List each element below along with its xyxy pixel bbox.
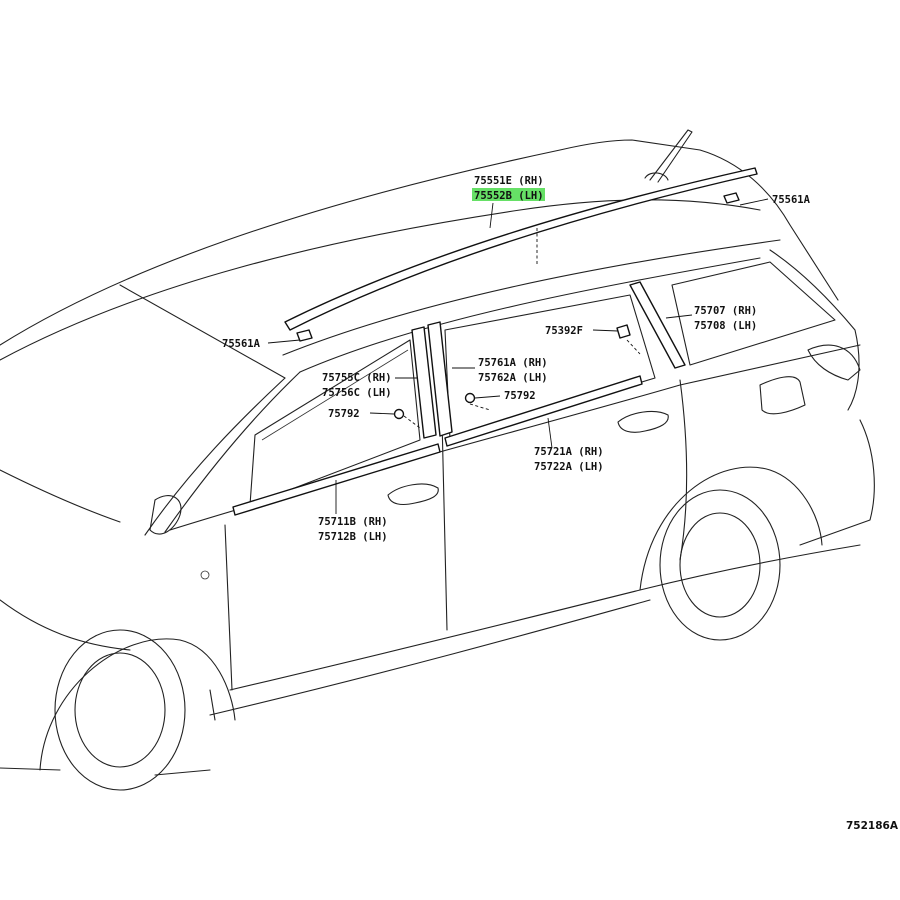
label-clip-rear: 75561A	[772, 194, 811, 206]
label-front-belt-rh: 75711B (RH)	[318, 516, 388, 528]
label-front-pillar-rh: 75755C (RH)	[322, 372, 392, 384]
rear-belt-molding	[444, 375, 643, 447]
label-rear-pillar-rh: 75707 (RH)	[694, 305, 757, 317]
label-front-belt-lh: 75712B (LH)	[318, 531, 388, 543]
label-clip-75392: 75392F	[545, 325, 583, 337]
rear-pillar-garnish	[629, 281, 686, 369]
clip-75792-right-part	[464, 392, 476, 404]
clip-front-roof	[296, 329, 313, 342]
label-roof-rh: 75551E (RH)	[474, 175, 544, 187]
clip-75392-part	[616, 324, 631, 339]
label-center-pillar-rh: 75761A (RH)	[478, 357, 548, 369]
center-pillar-garnish	[427, 321, 453, 437]
callout-roof-molding: 75551E (RH) 75552B (LH)	[472, 175, 545, 202]
roof-molding	[284, 167, 758, 331]
label-rear-belt-lh: 75722A (LH)	[534, 461, 604, 473]
front-pillar-garnish	[411, 326, 437, 439]
label-center-pillar-lh: 75762A (LH)	[478, 372, 548, 384]
label-front-pillar-lh: 75756C (LH)	[322, 387, 392, 399]
clip-75792-left-part	[393, 408, 405, 420]
highlight-box	[472, 188, 545, 201]
label-clip-75792-right: 75792	[504, 390, 536, 402]
label-clip-front: 75561A	[222, 338, 261, 350]
label-clip-75792-left: 75792	[328, 408, 360, 420]
label-rear-belt-rh: 75721A (RH)	[534, 446, 604, 458]
label-roof-lh: 75552B (LH)	[474, 190, 544, 202]
leader-lines	[267, 198, 769, 514]
figure-reference: 752186A	[846, 820, 899, 832]
clip-rear-roof	[723, 192, 740, 204]
label-rear-pillar-lh: 75708 (LH)	[694, 320, 757, 332]
front-belt-molding	[232, 443, 441, 516]
vehicle-body	[0, 129, 875, 791]
